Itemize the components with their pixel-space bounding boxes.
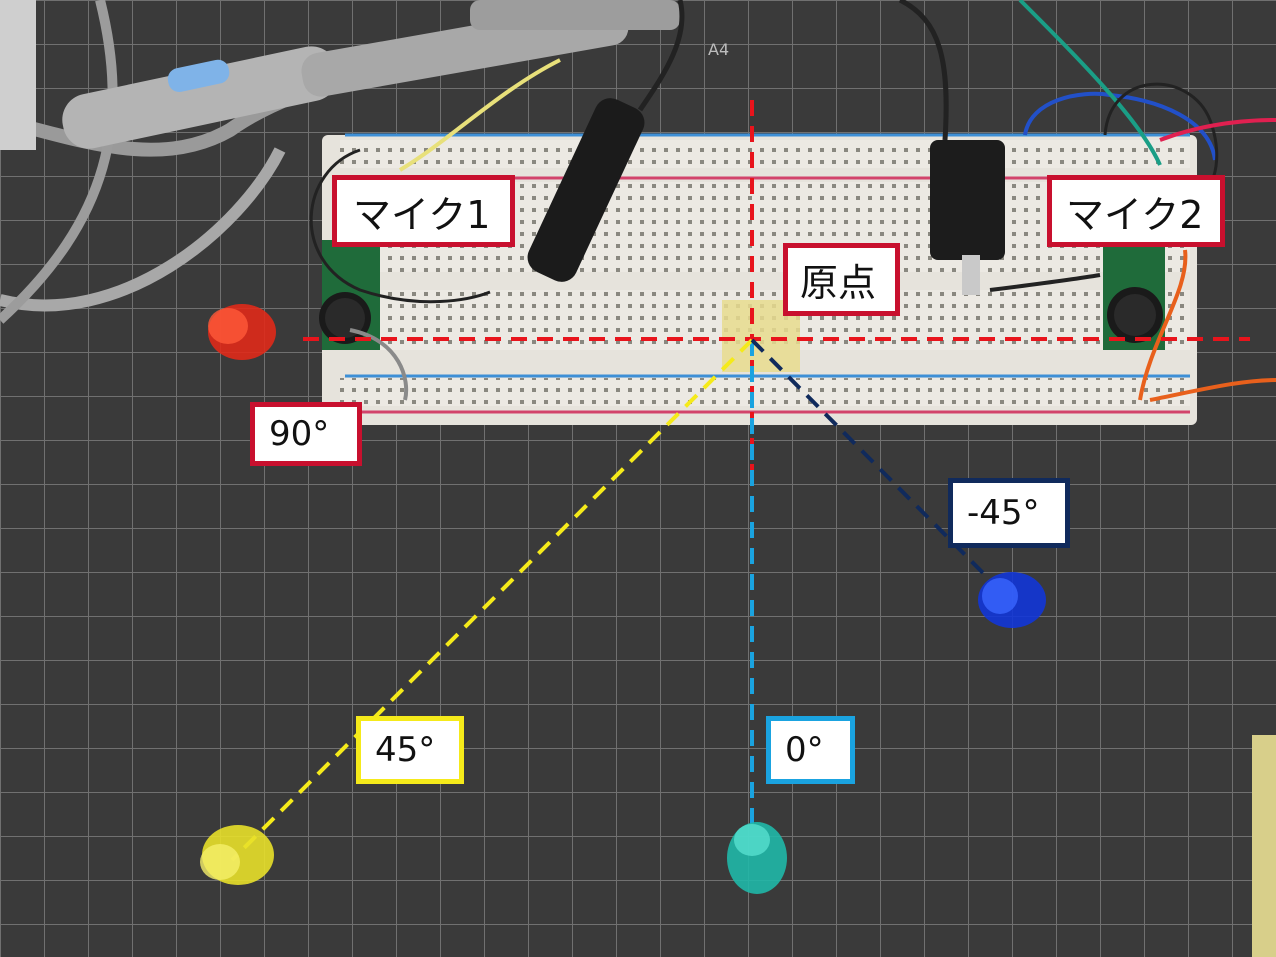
probe-cable bbox=[0, 0, 118, 324]
mic2-label: マイク2 bbox=[1047, 175, 1225, 247]
angle-0-label: 0° bbox=[766, 716, 855, 784]
mat-marking-a4: A4 bbox=[708, 40, 729, 59]
angle-minus45-label: -45° bbox=[948, 478, 1070, 548]
push-pin-cyan bbox=[727, 822, 787, 894]
microphone-module-1 bbox=[319, 240, 380, 350]
origin-label: 原点 bbox=[783, 243, 900, 316]
alligator-clip-left bbox=[527, 98, 645, 282]
wire-gray bbox=[349, 328, 409, 401]
angle-45-label: 45° bbox=[356, 716, 464, 784]
probe-lead-right bbox=[898, 0, 949, 141]
push-pin-red bbox=[208, 304, 276, 360]
angle-90-label: 90° bbox=[250, 402, 362, 466]
line-minus45-degrees bbox=[750, 338, 992, 582]
microphone-module-2 bbox=[1103, 240, 1165, 350]
probe-ground-lead bbox=[989, 273, 1101, 292]
probe-clip-body bbox=[470, 0, 680, 30]
probe-pin-right bbox=[962, 255, 980, 295]
mic1-label: マイク1 bbox=[332, 175, 515, 247]
probe-cable bbox=[0, 147, 286, 312]
left-edge-object bbox=[0, 0, 36, 150]
probe-plug-right bbox=[930, 140, 1005, 260]
wire-black bbox=[309, 148, 491, 304]
wire-yellow bbox=[398, 58, 561, 172]
push-pin-blue bbox=[978, 572, 1046, 628]
line-45-degrees bbox=[230, 338, 754, 862]
wire-teal bbox=[1018, 0, 1162, 166]
wire-orange bbox=[1138, 249, 1276, 402]
masking-tape bbox=[1252, 735, 1276, 957]
wire-pink bbox=[1159, 118, 1276, 142]
probe-button bbox=[167, 59, 230, 92]
probe-body bbox=[62, 46, 338, 149]
probe-lead-left bbox=[637, 0, 685, 112]
push-pin-yellow bbox=[200, 825, 274, 885]
